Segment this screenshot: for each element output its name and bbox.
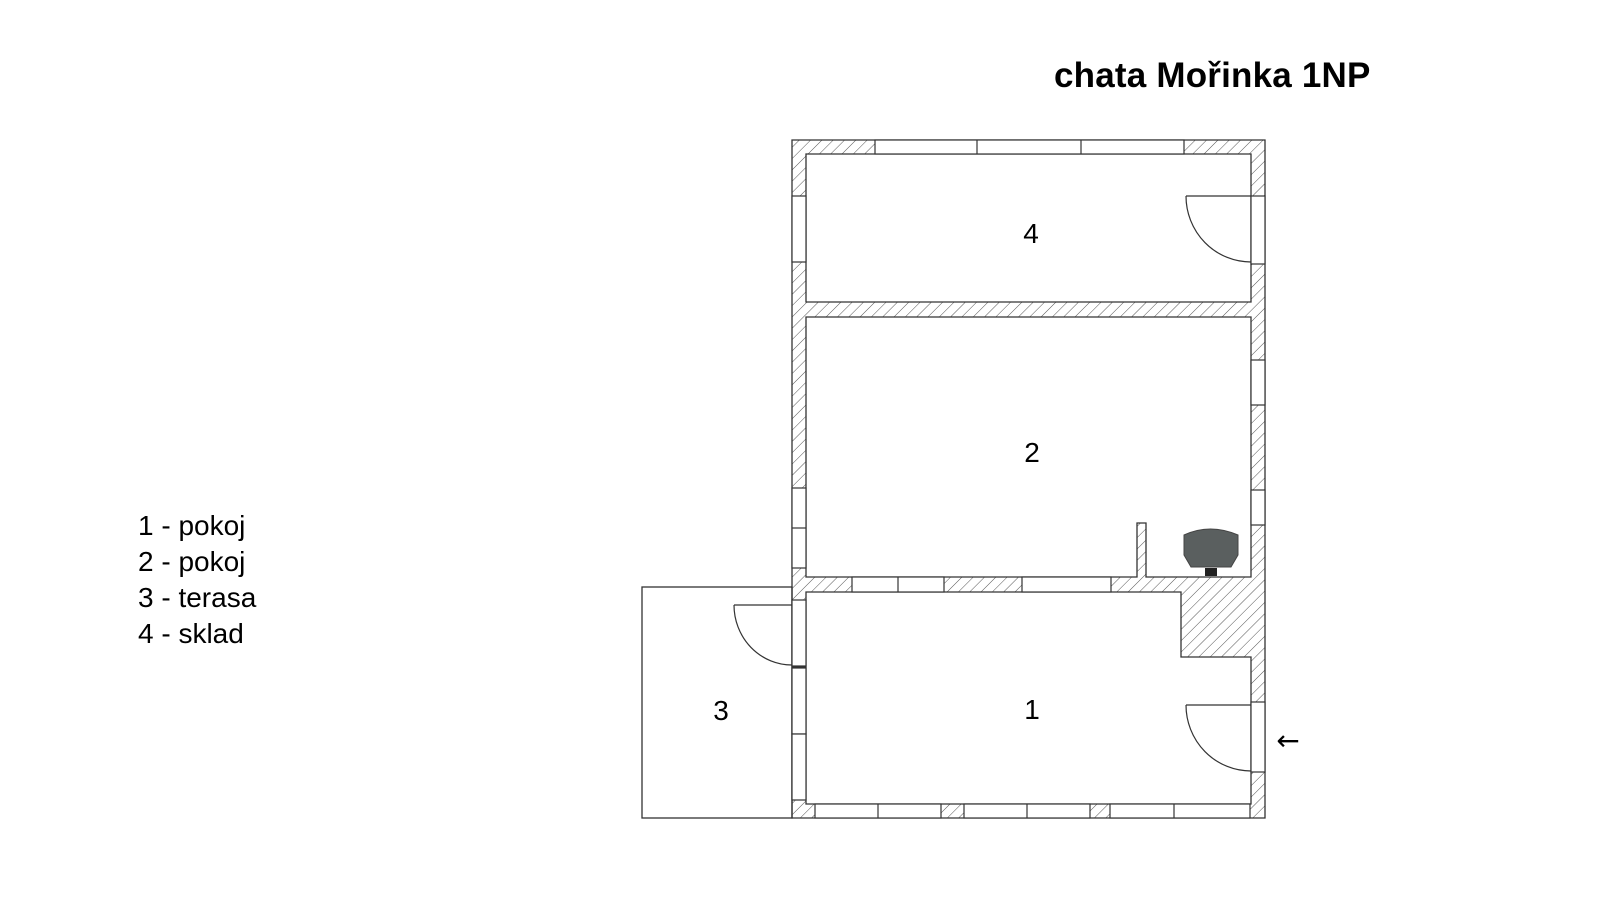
outer-walls <box>791 139 1266 819</box>
room-3-number: 3 <box>713 695 729 726</box>
legend-item-room-2: 2 - pokoj <box>138 546 246 577</box>
plan-title: chata Mořinka 1NP <box>1054 56 1371 95</box>
door-terrace <box>733 604 793 666</box>
entrance-arrow-icon: ← <box>1276 724 1299 757</box>
door-room-1-entrance <box>1185 704 1252 772</box>
room-2-number: 2 <box>1024 437 1040 468</box>
room-1-number: 1 <box>1024 694 1040 725</box>
legend-item-room-1: 1 - pokoj <box>138 510 246 541</box>
terrace-outline <box>641 586 793 819</box>
windows <box>791 139 1266 819</box>
doors <box>733 195 1252 772</box>
room-legend: 1 - pokoj 2 - pokoj 3 - terasa 4 - sklad <box>138 508 256 652</box>
legend-item-room-4: 4 - sklad <box>138 618 244 649</box>
door-room-4 <box>1185 195 1252 263</box>
stove-icon <box>1183 528 1239 576</box>
legend-item-room-3: 3 - terasa <box>138 582 257 613</box>
room-4-number: 4 <box>1023 218 1039 249</box>
